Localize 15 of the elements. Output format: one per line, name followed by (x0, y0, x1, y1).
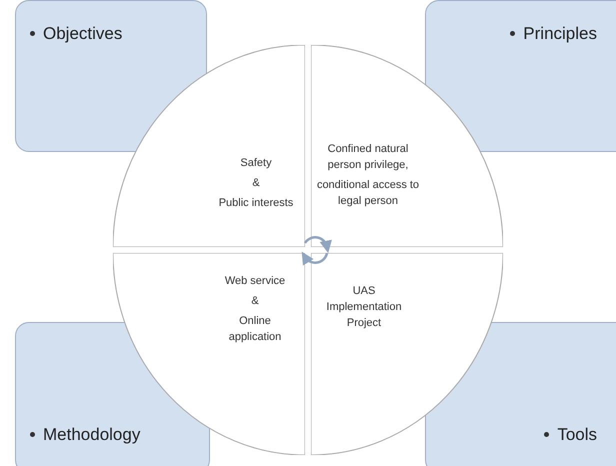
segment-text: conditional access to legal person (316, 178, 420, 209)
segment-text: & (252, 176, 260, 191)
segment-text: Online application (228, 314, 282, 345)
panel-heading: Methodology (43, 424, 140, 446)
segment-text: UAS Implementation Project (325, 284, 403, 331)
segment-text: & (251, 294, 259, 309)
cycle-arrow (304, 236, 332, 254)
segment-text: Safety (240, 156, 272, 171)
cycle-arrow (301, 252, 328, 266)
segment-text: Web service (224, 274, 286, 289)
panel-heading: Objectives (43, 23, 122, 45)
rounded-panel (425, 0, 616, 152)
panel-heading: Tools (557, 424, 597, 446)
segment-text: Public interests (218, 196, 294, 211)
panel-heading: Principles (523, 23, 597, 45)
